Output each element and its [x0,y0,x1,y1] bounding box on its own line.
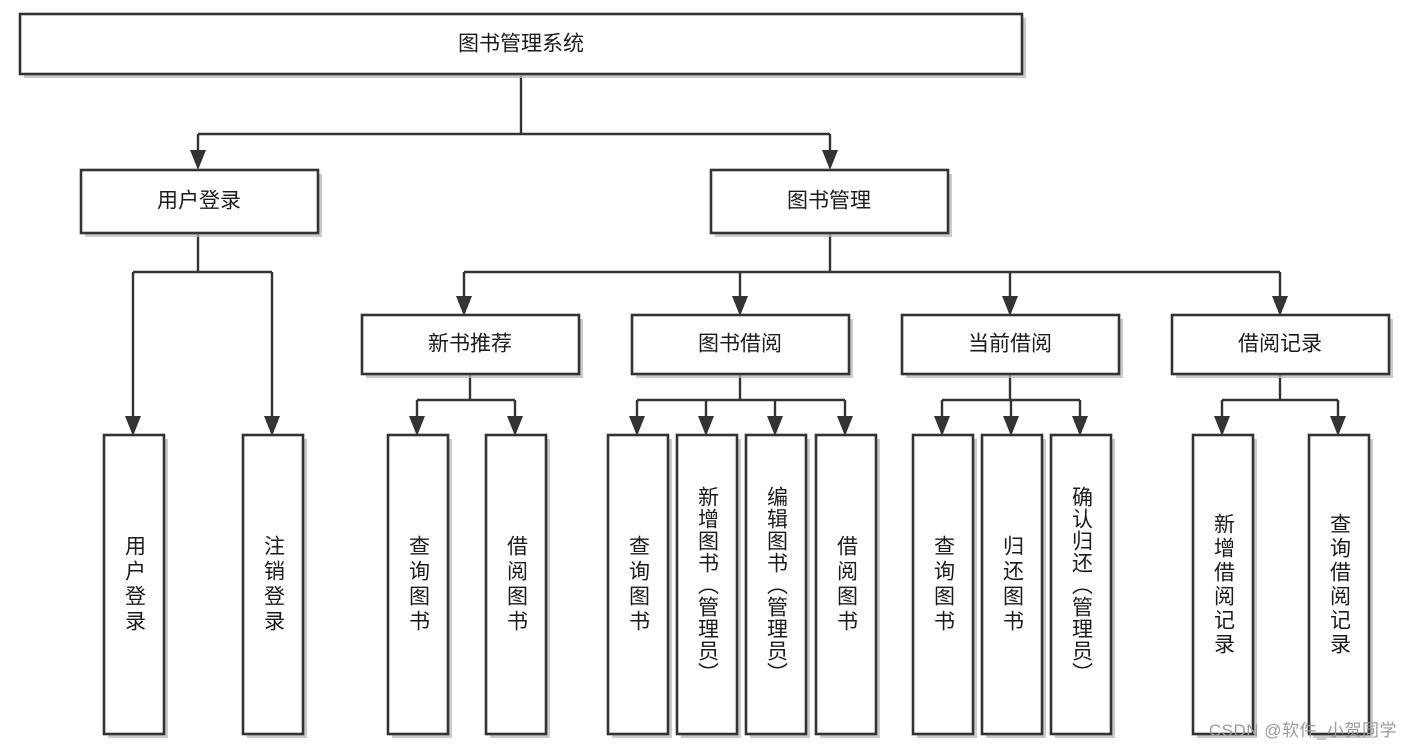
leaf-box-cb-return-book[interactable] [980,433,1044,736]
arrowhead-br-leaf2 [1330,416,1346,436]
leaf-box-cb-confirm-return[interactable] [1049,433,1113,736]
connector-layer [125,76,1346,436]
leaf-box-cb-query-book[interactable] [911,433,975,736]
node-layer: 图书管理系统 用户登录 图书管理 新书推荐 图书借阅 当前借阅 借阅记录 [18,12,1391,736]
arrowhead-bb-leaf2 [698,416,714,436]
arrowhead-bb-leaf3 [767,416,783,436]
csdn-watermark: CSDN @软件_小贺同学 [1208,721,1397,740]
node-new-book-recommend-label: 新书推荐 [428,333,512,356]
node-borrow-record-label: 借阅记录 [1238,333,1322,356]
arrowhead-current-borrow [1002,296,1018,316]
arrowhead-bb-leaf4 [837,416,853,436]
arrowhead-new-book [456,296,472,316]
arrowhead-nb-leaf1 [409,416,425,436]
node-user-login[interactable] [79,168,320,235]
leaf-box-bb-query-book[interactable] [606,433,670,736]
node-book-management[interactable] [709,168,950,235]
node-new-book-recommend[interactable] [360,313,581,376]
arrowhead-user-login [190,150,206,170]
leaf-box-logout[interactable] [241,433,305,736]
arrowhead-leaf-logout [264,416,280,436]
leaf-box-br-query-record[interactable] [1307,433,1371,736]
leaf-box-bb-edit-book[interactable] [744,433,808,736]
node-root-book-management-system[interactable] [18,12,1024,76]
arrowhead-cb-leaf3 [1072,416,1088,436]
leaf-box-nb-borrow-book[interactable] [484,433,548,736]
leaf-box-br-add-record[interactable] [1191,433,1255,736]
leaf-box-bb-borrow-book[interactable] [814,433,878,736]
leaf-box-user-login[interactable] [102,433,166,736]
node-book-borrow-label: 图书借阅 [698,333,782,356]
node-book-management-label: 图书管理 [787,190,871,213]
node-book-borrow[interactable] [630,313,851,376]
node-current-borrow[interactable] [900,313,1121,376]
arrowhead-book-manage [822,150,838,170]
leaf-box-bb-add-book[interactable] [675,433,739,736]
arrowhead-cb-leaf1 [934,416,950,436]
arrowhead-borrow-record [1272,296,1288,316]
node-borrow-record[interactable] [1170,313,1391,376]
arrowhead-book-borrow [732,296,748,316]
node-user-login-label: 用户登录 [157,190,241,213]
node-root-label: 图书管理系统 [458,33,584,56]
arrowhead-cb-leaf2 [1003,416,1019,436]
arrowhead-leaf-user-login [125,416,141,436]
arrowhead-nb-leaf2 [507,416,523,436]
node-current-borrow-label: 当前借阅 [968,333,1052,356]
arrowhead-br-leaf1 [1214,416,1230,436]
arrowhead-bb-leaf1 [629,416,645,436]
leaf-box-nb-query-book[interactable] [386,433,450,736]
